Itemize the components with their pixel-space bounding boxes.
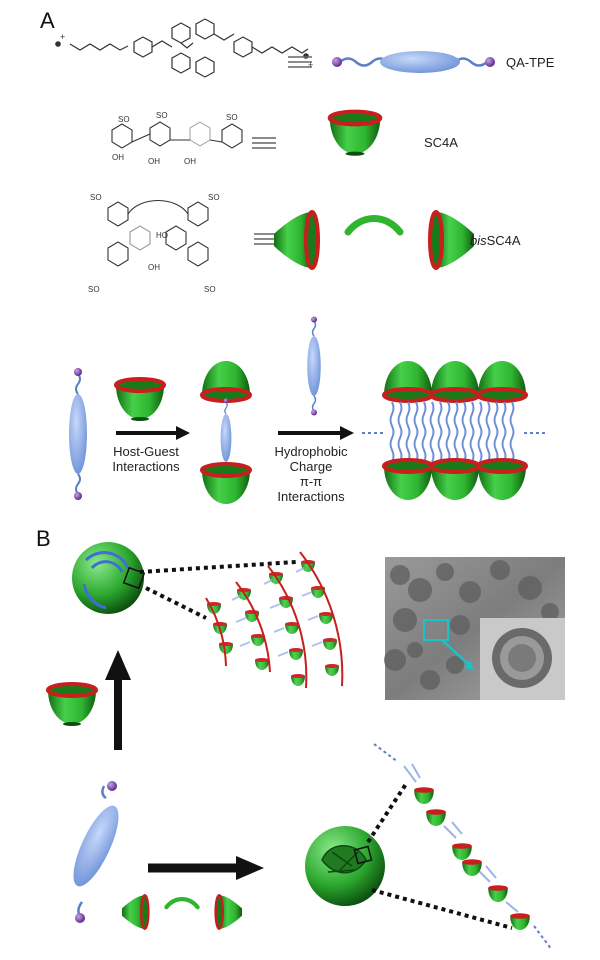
svg-text:SO: SO [88, 285, 100, 294]
bissc4a-structure: SO SO SO SO HO OH [88, 193, 220, 294]
sc4a-label: SC4A [424, 135, 458, 150]
svg-text:SO: SO [226, 113, 238, 122]
equivalence-sign-2 [252, 137, 276, 149]
zoom-line-4 [371, 888, 513, 930]
qa-tpe-structure: + + [55, 18, 313, 78]
step1-caption: Host-Guest Interactions [88, 444, 204, 474]
arrow-up [105, 650, 131, 750]
equivalence-sign-1 [288, 56, 312, 68]
vesicle-sphere [72, 542, 146, 614]
arrow-step-1 [116, 426, 190, 440]
svg-text:OH: OH [148, 157, 160, 166]
svg-text:SO: SO [90, 193, 102, 202]
diagonal-polymer-chain [373, 743, 553, 951]
svg-text:HO: HO [156, 231, 168, 240]
bissc4a-label: bisSC4A [470, 233, 521, 248]
tem-selection-box [423, 619, 449, 641]
bissc4a-cartoon-b [120, 894, 244, 930]
arrow-step-2 [278, 426, 354, 440]
host-guest-complex [200, 359, 252, 506]
panel-b-label: B [36, 526, 51, 551]
svg-text:SO: SO [204, 285, 216, 294]
bissc4a-label-suffix: SC4A [487, 233, 521, 248]
step2-line-3: π-π [299, 474, 323, 489]
network-vesicle [305, 826, 385, 906]
guest-molecule-start [68, 367, 88, 501]
guest-molecule-second [306, 315, 322, 417]
panel-b [46, 542, 565, 951]
host-cup-b [46, 682, 98, 728]
bissc4a-cartoon [272, 210, 476, 270]
guest-molecule-diagonal [73, 781, 119, 923]
linear-supramolecular-assembly [362, 359, 546, 502]
step2-line-4: Interactions [277, 489, 345, 504]
step1-line-1: Host-Guest [113, 444, 179, 459]
panel-a-label: A [40, 8, 55, 33]
zoom-line-1 [139, 560, 297, 574]
sc4a-cartoon [330, 112, 380, 156]
svg-text:SO: SO [118, 115, 130, 124]
qa-tpe-label: QA-TPE [506, 55, 555, 70]
tem-pointer-arrow [441, 639, 469, 665]
svg-text:OH: OH [148, 263, 160, 272]
qa-tpe-cartoon [332, 51, 495, 73]
svg-text:+: + [308, 60, 313, 70]
bilayer-sector [205, 551, 344, 689]
host-cup-start [114, 377, 166, 423]
step2-line-1: Hydrophobic [274, 444, 348, 459]
svg-text:SO: SO [156, 111, 168, 120]
svg-text:SO: SO [208, 193, 220, 202]
svg-text:OH: OH [184, 157, 196, 166]
svg-text:OH: OH [112, 153, 124, 162]
arrow-right-b [148, 856, 264, 880]
panel-a: + + QA-TPE OH OH OH SO SO SO [55, 18, 555, 506]
svg-text:+: + [60, 32, 65, 42]
sc4a-structure: OH OH OH SO SO SO [111, 111, 243, 166]
step1-line-2: Interactions [112, 459, 180, 474]
step2-line-2: Charge [289, 459, 333, 474]
zoom-line-3 [366, 782, 408, 844]
bissc4a-label-prefix: bis [470, 233, 487, 248]
step2-caption: Hydrophobic Charge π-π Interactions [256, 444, 366, 504]
zoom-line-2 [145, 586, 207, 620]
tem-micrograph [384, 557, 565, 700]
